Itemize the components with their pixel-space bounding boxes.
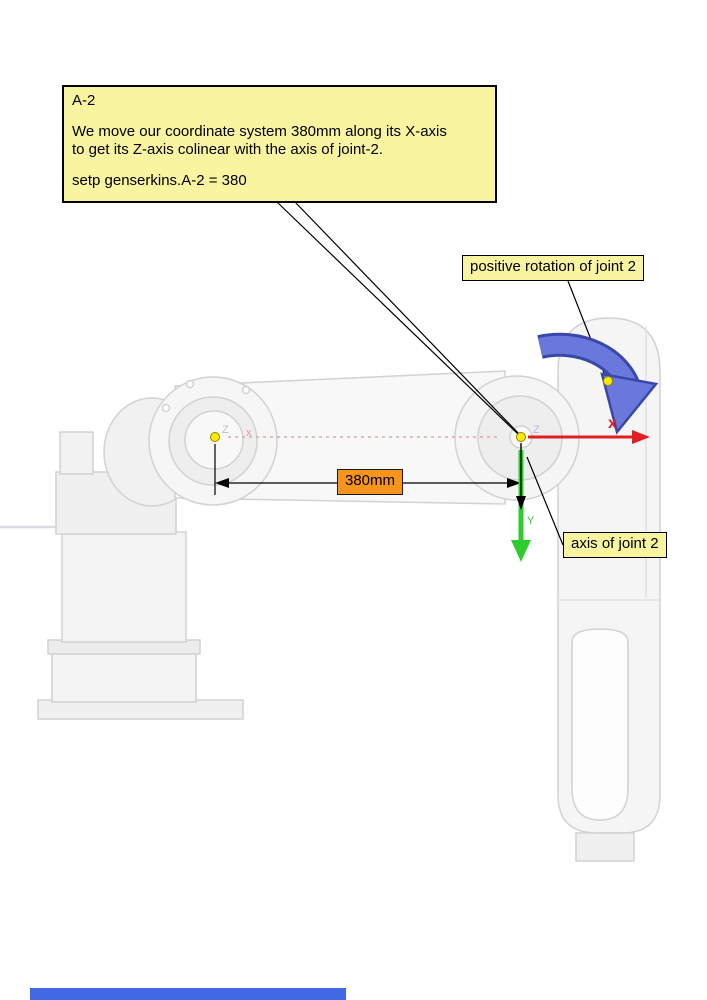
annotation-title: A-2 <box>72 92 96 109</box>
rotation-marker-dot <box>603 376 613 386</box>
robot-base-plate <box>37 699 244 720</box>
leader-note-to-joint2 <box>294 201 522 437</box>
shoulder-bolt <box>241 385 251 395</box>
shoulder-bolt <box>185 379 195 389</box>
callout-positive-rotation: positive rotation of joint 2 <box>462 255 644 281</box>
robot-base-lower <box>51 651 197 703</box>
left-z-axis-label: Z <box>222 424 229 436</box>
forearm-foot <box>575 832 635 862</box>
dimension-value-label: 380mm <box>337 469 403 495</box>
x-axis-arrow <box>528 430 650 444</box>
x-axis-arrowhead <box>632 430 650 444</box>
annotation-command: setp genserkins.A-2 = 380 <box>72 172 247 190</box>
shoulder-bolt <box>161 403 171 413</box>
leader-note-to-joint2 <box>276 201 520 436</box>
dimension-arrowhead-left <box>215 478 229 488</box>
leader-axis-callout <box>526 456 564 546</box>
right-z-axis-label: Z <box>533 424 540 436</box>
joint2-marker-dot <box>516 432 526 442</box>
robot-base-column <box>61 531 187 643</box>
robot-base-bracket <box>59 431 94 475</box>
robot-arm-illustration <box>0 317 661 862</box>
x-axis-label: x <box>608 415 617 432</box>
annotation-body-line: We move our coordinate system 380mm alon… <box>72 123 447 141</box>
forearm-slot <box>571 628 629 821</box>
y-axis-arrowhead <box>511 540 531 562</box>
joint2-axis-arrow <box>516 443 526 510</box>
annotation-body-line: to get its Z-axis colinear with the axis… <box>72 140 383 158</box>
rotation-arrowhead <box>600 372 659 435</box>
annotation-box-a2: A-2 We move our coordinate system 380mm … <box>62 85 497 203</box>
joint-markers <box>210 376 613 442</box>
callout-axis-of-joint2: axis of joint 2 <box>563 532 667 558</box>
annotation-body: We move our coordinate system 380mm alon… <box>72 123 487 158</box>
left-x-axis-label: x <box>246 427 252 439</box>
joint1-marker-dot <box>210 432 220 442</box>
next-section-bar <box>30 988 346 1000</box>
dimension-arrowhead-right <box>507 478 521 488</box>
joint2-axis-arrowhead <box>516 496 526 510</box>
rotation-arrow-joint2 <box>537 332 659 435</box>
y-axis-label: Y <box>527 515 535 527</box>
